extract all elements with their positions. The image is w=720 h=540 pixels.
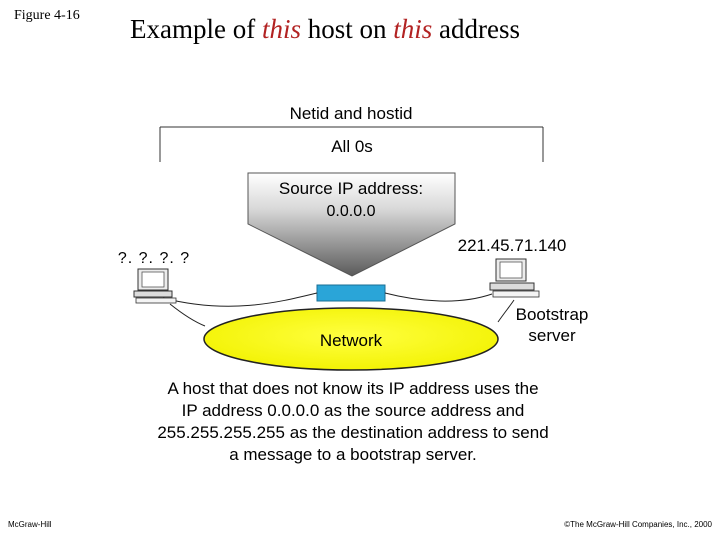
server-label-line-2: server bbox=[528, 326, 576, 345]
network-label: Network bbox=[320, 331, 383, 350]
source-callout-funnel bbox=[247, 172, 456, 277]
footer-copyright: ©The McGraw-Hill Companies, Inc., 2000 bbox=[564, 520, 712, 529]
caption-line-2: IP address 0.0.0.0 as the source address… bbox=[181, 401, 525, 420]
title-emphasis-1: this bbox=[261, 14, 301, 44]
packet bbox=[316, 284, 386, 302]
footer-publisher: McGraw-Hill bbox=[8, 520, 52, 529]
caption-line-1: A host that does not know its IP address… bbox=[167, 379, 539, 398]
link-network-to-server bbox=[497, 299, 515, 323]
host-address: ?. ?. ?. ? bbox=[118, 250, 190, 267]
caption-line-4: a message to a bootstrap server. bbox=[229, 445, 477, 464]
source-address-value: 0.0.0.0 bbox=[327, 203, 376, 220]
link-host-to-network bbox=[169, 303, 206, 327]
figure-label: Figure 4-16 bbox=[14, 8, 80, 23]
title-part-2: host on bbox=[300, 14, 394, 44]
server-address: 221.45.71.140 bbox=[458, 236, 567, 255]
title-part-3: address bbox=[432, 14, 520, 44]
address-header-box bbox=[159, 126, 544, 162]
network-ellipse bbox=[203, 307, 499, 371]
server-label-line-1: Bootstrap bbox=[516, 305, 589, 324]
link-packet-to-server bbox=[384, 292, 493, 302]
title-part-1: Example of bbox=[130, 14, 262, 44]
link-host-to-packet bbox=[162, 292, 318, 307]
source-address-label: Source IP address: bbox=[279, 179, 423, 198]
computer-icon bbox=[133, 268, 177, 304]
header-top-label: Netid and hostid bbox=[290, 104, 413, 123]
computer-icon bbox=[489, 258, 540, 298]
caption-line-3: 255.255.255.255 as the destination addre… bbox=[157, 423, 549, 442]
page-title: Example of this host on this address bbox=[130, 14, 520, 45]
header-bottom-label: All 0s bbox=[331, 137, 373, 156]
caption: A host that does not know its IP address… bbox=[120, 378, 586, 466]
title-emphasis-2: this bbox=[393, 14, 433, 44]
